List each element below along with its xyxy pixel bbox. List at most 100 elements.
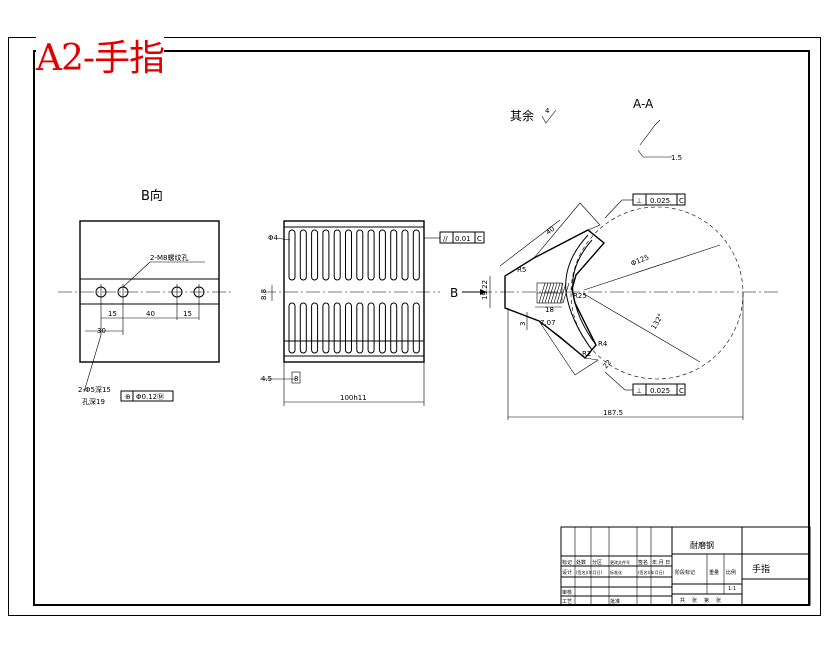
view-b-label: B向: [141, 188, 163, 204]
section-a-a: A-A 其余 4 1.5 Φ125 132° 19.22 18 7.07 3 R…: [478, 97, 780, 420]
tooth-top: [412, 229, 420, 281]
front-view-outline: [283, 220, 425, 363]
teeth-top: [288, 229, 420, 281]
dim-1-5: 1.5: [671, 154, 682, 162]
tb-scale: 1:1: [728, 586, 736, 592]
tb-row4: 工艺: [562, 599, 572, 605]
parallel-tol-value: 0.01: [455, 235, 471, 243]
tb-row1-5: 年 月 日: [652, 559, 670, 566]
dim-30: 30: [97, 327, 106, 335]
dim-8: 8: [294, 375, 298, 383]
view-b-slot: [79, 278, 220, 305]
position-tol-frame: [120, 390, 174, 402]
roughness-prefix: 其余: [510, 108, 534, 123]
svg-text:⊥: ⊥: [636, 387, 642, 395]
hole-callout-2: 孔深19: [82, 397, 105, 406]
tooth-top: [299, 229, 307, 281]
tb-row2-1: (签名)(年月日): [576, 569, 603, 575]
title-stamp: A2-手指: [36, 37, 165, 81]
hatch-line: [538, 282, 546, 304]
svg-text:⊥: ⊥: [636, 197, 642, 205]
tooth-bottom: [378, 302, 386, 354]
dim-r4: R4: [598, 340, 608, 348]
dim-arc: R25: [573, 292, 587, 300]
tooth-bottom: [333, 302, 341, 354]
tb-row1-1: 处数: [576, 559, 586, 566]
tapped-holes-note: 2-M8螺纹孔: [150, 253, 188, 262]
finger-body: [504, 229, 606, 359]
hatch-line: [556, 282, 564, 304]
position-tol-value: Φ0.12Ⓜ: [136, 393, 164, 401]
hatch-line: [541, 282, 549, 304]
perp-tol-top: 0.025: [650, 197, 670, 205]
tooth-top: [401, 229, 409, 281]
tooth-bottom: [367, 302, 375, 354]
svg-text://: //: [443, 235, 448, 243]
dim-phi4: Φ4: [268, 234, 279, 242]
drawing-border-outer: [8, 37, 821, 616]
view-arrow-label: B: [450, 286, 458, 300]
tooth-bottom: [390, 302, 398, 354]
hatch-line: [550, 282, 558, 304]
dim-40: 40: [146, 310, 155, 318]
roughness-symbol: [541, 109, 557, 124]
tooth-top: [345, 229, 352, 281]
tooth-top: [356, 229, 364, 281]
dim-7-07: 7.07: [540, 319, 556, 327]
tb-approve: 批准: [610, 598, 620, 605]
hatch-line: [544, 282, 552, 304]
teeth-bottom: [288, 302, 420, 354]
tb-row1-4: 签名: [638, 559, 648, 566]
tooth-top: [367, 229, 375, 281]
dim-3: 3: [519, 322, 527, 326]
tooth-bottom: [311, 302, 319, 354]
tooth-top: [311, 229, 319, 281]
tb-stage-1: 重量: [709, 569, 719, 576]
tooth-bottom: [345, 302, 352, 354]
tb-row2-0: 设计: [562, 569, 572, 576]
tb-sheet-2: 第: [704, 597, 709, 604]
dim-8-8: 8.8: [260, 289, 268, 300]
hatch-line: [547, 282, 555, 304]
title-block: 耐磨钢 手指 标记 处数 分区 更改文件号 签名 年 月 日 设计 (签名)(年…: [560, 526, 811, 606]
part-name-label: 手指: [752, 563, 770, 575]
tooth-top: [378, 229, 386, 281]
dim-22: 22: [601, 358, 613, 370]
tb-row1-3: 更改文件号: [610, 559, 630, 565]
perp-tol-bottom-frame: [632, 383, 686, 396]
tooth-bottom: [412, 302, 420, 354]
view-b: B向 30 15 40 15 2-M8螺纹孔 2-Φ5深15 孔深19 ⊕ Φ0…: [58, 188, 232, 406]
dim-132: 132°: [650, 312, 665, 331]
dim-15a: 15: [108, 310, 117, 318]
tb-sheet-1: 张: [692, 597, 697, 604]
dim-187: 187.5: [603, 409, 623, 417]
dim-r2: R2: [582, 350, 591, 358]
tb-sheet-0: 共: [680, 597, 685, 604]
parallel-tol-frame: [439, 231, 485, 244]
tb-sheet-3: 张: [716, 597, 721, 604]
drawing-border-inner: [33, 50, 810, 606]
tb-row2-3: (签名)(年月日): [638, 569, 665, 575]
tooth-bottom: [401, 302, 409, 354]
hole-callout-1: 2-Φ5深15: [78, 385, 111, 394]
section-label: A-A: [633, 97, 654, 111]
dim-100: 100h11: [340, 394, 367, 402]
tooth-bottom: [288, 302, 296, 354]
tooth-bottom: [322, 302, 330, 354]
roughness-value: 4: [545, 107, 550, 115]
dim-15b: 15: [183, 310, 192, 318]
dim-40-slant: 40: [544, 225, 556, 237]
tooth-top: [390, 229, 398, 281]
tooth-bottom: [299, 302, 307, 354]
hatch-line: [562, 282, 570, 304]
material-label: 耐磨钢: [690, 540, 714, 550]
tb-row1-2: 分区: [592, 559, 602, 566]
tb-stage-2: 比例: [726, 569, 736, 576]
tb-row3: 审核: [562, 589, 572, 596]
tooth-top: [288, 229, 296, 281]
dim-19-22: 19.22: [481, 280, 489, 300]
datum-c2: C: [679, 197, 684, 205]
dim-r5: R5: [517, 266, 526, 274]
tb-row2-2: 标准化: [610, 569, 622, 575]
